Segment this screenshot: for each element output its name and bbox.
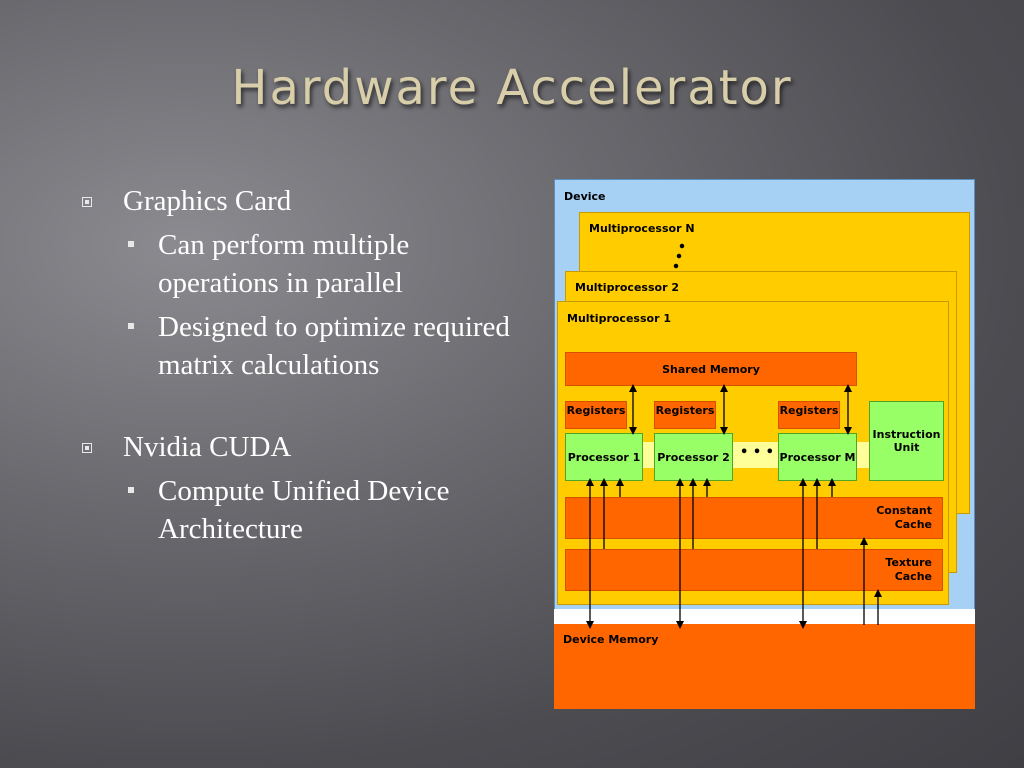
bullet-marker-icon <box>82 197 92 207</box>
texture-cache-box: Texture Cache <box>565 549 943 591</box>
constant-cache-box: Constant Cache <box>565 497 943 539</box>
registers-m-box: Registers <box>778 401 840 429</box>
device-label: Device <box>564 190 606 203</box>
instruction-unit-box: Instruction Unit <box>869 401 944 481</box>
bullet-nvidia-cuda: Nvidia CUDA <box>80 428 530 466</box>
processor-2-box: Processor 2 <box>654 433 733 481</box>
processor-ellipsis: • • • <box>740 445 774 460</box>
bullet-graphics-card: Graphics Card <box>80 182 530 220</box>
bullet-list: Graphics Card Can perform multiple opera… <box>80 182 530 548</box>
multiprocessor-1-label: Multiprocessor 1 <box>567 312 671 325</box>
shared-memory-box: Shared Memory <box>565 352 857 386</box>
sub-bullet-parallel: Can perform multiple operations in paral… <box>128 226 530 302</box>
sub-bullet-matrix: Designed to optimize required matrix cal… <box>128 308 530 384</box>
processor-m-box: Processor M <box>778 433 857 481</box>
cuda-architecture-diagram: Device Multiprocessor N Multiprocessor 2… <box>554 179 975 709</box>
registers-2-box: Registers <box>654 401 716 429</box>
registers-1-box: Registers <box>565 401 627 429</box>
data-flow-arrows <box>586 243 882 629</box>
multiprocessor-n-label: Multiprocessor N <box>589 222 695 235</box>
device-memory-box: Device Memory <box>554 624 975 709</box>
device-memory-label: Device Memory <box>563 633 659 646</box>
multiprocessor-2-label: Multiprocessor 2 <box>575 281 679 294</box>
memory-bus-band <box>554 609 975 624</box>
sub-bullet-cuda-expansion: Compute Unified Device Architecture <box>128 472 530 548</box>
bullet-marker-icon <box>82 443 92 453</box>
sub-bullet-marker-icon <box>128 487 134 493</box>
slide-title: Hardware Accelerator <box>231 60 793 116</box>
sub-bullet-marker-icon <box>128 323 134 329</box>
sub-bullet-marker-icon <box>128 241 134 247</box>
